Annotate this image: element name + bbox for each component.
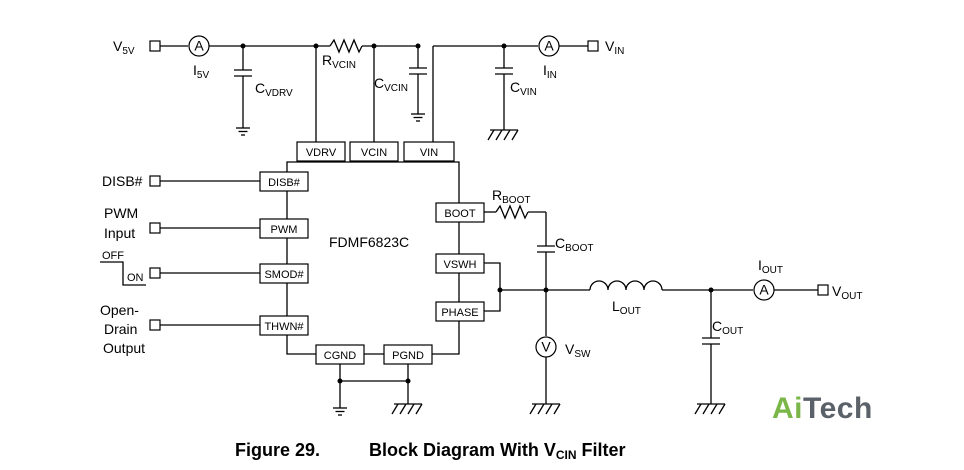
cout-ground-icon <box>694 403 726 415</box>
svg-text:BOOT: BOOT <box>444 208 475 220</box>
smod-off-label: OFF <box>102 250 124 262</box>
v5v-label: V5V <box>113 38 135 57</box>
pin-cgnd: CGND <box>315 344 365 365</box>
vout-terminal <box>817 284 829 296</box>
smod-terminal <box>149 267 161 279</box>
cvcin-label: CVCIN <box>374 75 408 94</box>
svg-text:VIN: VIN <box>420 147 438 159</box>
smod-signal-icon <box>100 261 146 286</box>
pin-vcin: VCIN <box>349 141 399 162</box>
cvdrv-ground-icon <box>236 127 250 136</box>
pwm-input-label-1: PWM <box>104 205 138 221</box>
cvdrv-capacitor <box>234 69 252 77</box>
pin-pgnd: PGND <box>383 344 433 365</box>
smod-on-label: ON <box>127 272 144 284</box>
cout-label: COUT <box>712 318 743 337</box>
svg-text:VCIN: VCIN <box>361 147 387 159</box>
figure-title: Block Diagram With VCIN Filter <box>369 440 626 462</box>
i5v-label: I5V <box>193 62 209 81</box>
cboot-label: CBOOT <box>555 235 593 254</box>
vsw-label: VSW <box>565 341 591 360</box>
cgnd-ground-icon <box>333 407 347 416</box>
disb-input-label: DISB# <box>102 173 143 189</box>
cboot-capacitor <box>537 245 555 253</box>
pwm-input-label-2: Input <box>104 225 135 241</box>
pin-vin: VIN <box>403 141 455 162</box>
aitech-logo: AiTech <box>772 392 873 426</box>
svg-text:PHASE: PHASE <box>441 307 478 319</box>
pwm-terminal <box>149 222 161 234</box>
thwn-terminal <box>149 319 161 331</box>
svg-text:SMOD#: SMOD# <box>264 269 304 281</box>
pin-disb: DISB# <box>259 171 309 192</box>
svg-text:PGND: PGND <box>392 350 424 362</box>
svg-text:A: A <box>544 38 554 54</box>
lout-inductor <box>589 280 663 291</box>
cvcin-ground-icon <box>411 113 425 122</box>
open-drain-label-3: Output <box>103 340 145 356</box>
iin-label: IIN <box>543 62 557 81</box>
vin-terminal <box>587 40 599 52</box>
rboot-resistor <box>495 204 529 220</box>
pin-thwn: THWN# <box>259 315 309 336</box>
rvcin-resistor <box>329 38 363 54</box>
vsw-voltmeter: V <box>535 336 557 358</box>
cvin-capacitor <box>495 67 513 75</box>
iout-ammeter: A <box>753 279 775 301</box>
v5v-terminal <box>149 40 161 52</box>
vin-label: VIN <box>605 38 624 57</box>
iout-label: IOUT <box>758 257 783 276</box>
svg-text:CGND: CGND <box>324 350 356 362</box>
i5v-ammeter: A <box>188 35 210 57</box>
cvin-label: CVIN <box>510 79 537 98</box>
pin-smod: SMOD# <box>259 263 309 284</box>
logo-tech: Tech <box>803 392 873 425</box>
svg-text:THWN#: THWN# <box>264 321 304 333</box>
iin-ammeter: A <box>538 35 560 57</box>
svg-text:A: A <box>194 38 204 54</box>
logo-ai: Ai <box>772 392 803 425</box>
figure-number: Figure 29. <box>235 440 320 460</box>
rvcin-label: RVCIN <box>322 52 356 71</box>
cvin-ground-icon <box>487 129 519 141</box>
disb-terminal <box>149 175 161 187</box>
open-drain-label-2: Drain <box>104 321 137 337</box>
svg-text:A: A <box>759 282 769 298</box>
pin-phase: PHASE <box>435 301 485 322</box>
vout-label: VOUT <box>832 283 862 302</box>
pin-boot: BOOT <box>435 202 485 223</box>
pgnd-ground-icon <box>391 403 423 415</box>
pin-vdrv: VDRV <box>296 141 346 162</box>
cvdrv-label: CVDRV <box>255 80 293 99</box>
svg-text:VDRV: VDRV <box>306 147 337 159</box>
open-drain-label-1: Open- <box>100 302 139 318</box>
chip-name: FDMF6823C <box>329 234 409 250</box>
svg-text:DISB#: DISB# <box>268 177 301 189</box>
pin-pwm: PWM <box>259 218 309 239</box>
rboot-label: RBOOT <box>492 187 530 206</box>
cout-capacitor <box>702 337 720 345</box>
svg-text:V: V <box>541 339 551 355</box>
chip-outline <box>286 161 460 355</box>
pin-vswh: VSWH <box>435 253 485 274</box>
vsw-ground-icon <box>529 403 561 415</box>
cvcin-capacitor <box>409 67 427 75</box>
svg-text:PWM: PWM <box>271 224 298 236</box>
svg-text:VSWH: VSWH <box>444 259 477 271</box>
lout-label: LOUT <box>612 298 641 317</box>
